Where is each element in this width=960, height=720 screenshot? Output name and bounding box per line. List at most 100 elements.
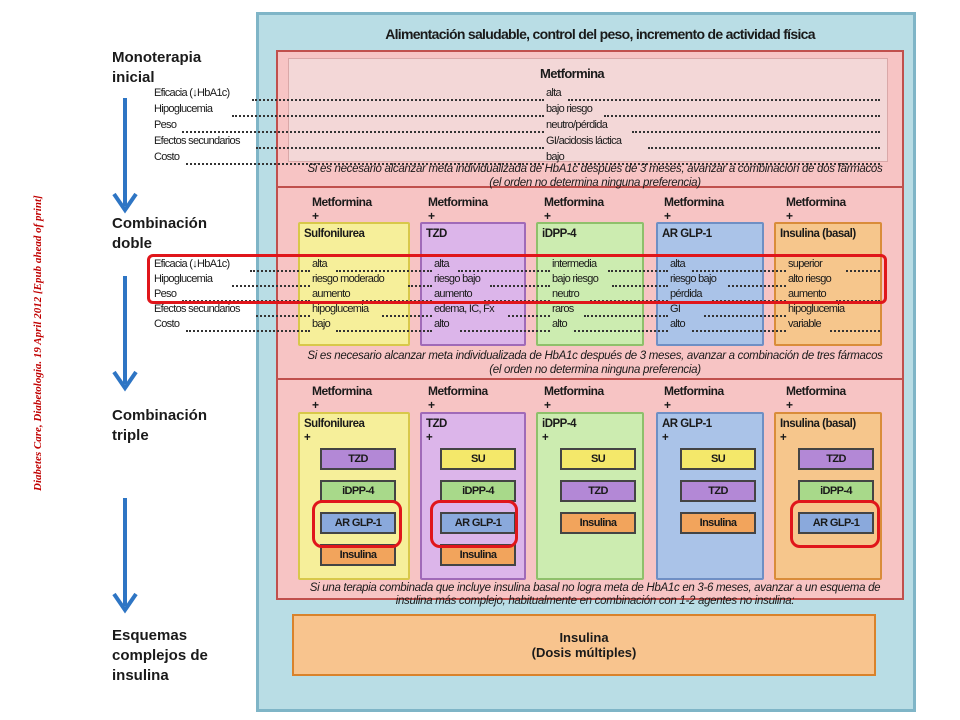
highlight-frame bbox=[790, 500, 880, 548]
dotted-leader bbox=[256, 314, 310, 317]
cell-value: alto bbox=[670, 318, 686, 330]
cell-value: bajo riesgo bbox=[552, 273, 599, 285]
dotted-leader bbox=[692, 269, 786, 272]
drug-su: SU bbox=[440, 448, 516, 470]
dotted-leader bbox=[252, 98, 544, 101]
prefix-label: Metformina+ bbox=[664, 195, 724, 223]
cell-value: alto bbox=[434, 318, 450, 330]
double-col-insulina: Insulina (basal) bbox=[774, 222, 882, 346]
row-label: Hipoglucemia bbox=[154, 103, 213, 115]
dotted-leader bbox=[608, 269, 668, 272]
dotted-leader bbox=[728, 284, 786, 287]
double-col-arglp1: AR GLP-1 bbox=[656, 222, 764, 346]
col-title: AR GLP-1 bbox=[662, 418, 712, 430]
col-title: TZD bbox=[426, 418, 447, 430]
row-label: Costo bbox=[154, 318, 180, 330]
dotted-leader bbox=[568, 98, 880, 101]
cell-value: alta bbox=[670, 258, 686, 270]
dotted-leader bbox=[648, 146, 880, 149]
col-plus: + bbox=[542, 432, 549, 444]
cell-value: alta bbox=[434, 258, 450, 270]
drug-tzd: TZD bbox=[680, 480, 756, 502]
note-to-double: Si es necesario alcanzar meta individual… bbox=[307, 163, 883, 175]
cell-value: riesgo moderado bbox=[312, 273, 385, 285]
dotted-leader bbox=[408, 284, 432, 287]
dotted-leader bbox=[508, 314, 550, 317]
citation-note: Diabetes Care, Diabetologia. 19 April 20… bbox=[32, 195, 44, 491]
double-col-sulfonilurea: Sulfonilurea bbox=[298, 222, 410, 346]
final-title: Insulina bbox=[559, 630, 609, 645]
cell-value: riesgo bajo bbox=[434, 273, 481, 285]
drug-idpp4: iDPP-4 bbox=[798, 480, 874, 502]
row-label: Efectos secundarios bbox=[154, 135, 240, 147]
highlight-frame bbox=[430, 500, 518, 548]
note-to-double-sub: (el orden no determina ninguna preferenc… bbox=[489, 177, 701, 189]
drug-su: SU bbox=[560, 448, 636, 470]
dotted-leader bbox=[382, 314, 432, 317]
cell-value: alta bbox=[312, 258, 328, 270]
row-label: Hipoglucemia bbox=[154, 273, 213, 285]
drug-idpp4: iDPP-4 bbox=[320, 480, 396, 502]
row-label: Costo bbox=[154, 151, 180, 163]
dotted-leader bbox=[574, 162, 880, 165]
highlight-frame bbox=[312, 500, 402, 548]
row-value: bajo riesgo bbox=[546, 103, 593, 115]
col-title: Sulfonilurea bbox=[304, 228, 365, 240]
row-value: alta bbox=[546, 87, 562, 99]
dotted-leader bbox=[574, 329, 668, 332]
drug-insulina: Insulina bbox=[560, 512, 636, 534]
drug-tzd: TZD bbox=[560, 480, 636, 502]
cell-value: edema, IC, Fx bbox=[434, 303, 495, 315]
col-plus: + bbox=[304, 432, 311, 444]
dotted-leader bbox=[458, 269, 550, 272]
prefix-label: Metformina+ bbox=[544, 384, 604, 412]
cell-value: hipoglucemia bbox=[312, 303, 369, 315]
highlight-frame bbox=[147, 254, 887, 304]
down-arrow-icon bbox=[112, 276, 138, 392]
dotted-leader bbox=[256, 146, 544, 149]
dotted-leader bbox=[182, 130, 544, 133]
dotted-leader bbox=[632, 130, 880, 133]
stage-label: Esquemas bbox=[112, 627, 188, 644]
dotted-leader bbox=[336, 329, 432, 332]
header-title: Alimentación saludable, control del peso… bbox=[385, 26, 815, 42]
prefix-label: Metformina+ bbox=[312, 195, 372, 223]
dotted-leader bbox=[584, 314, 668, 317]
insulina-multiple-box: Insulina (Dosis múltiples) bbox=[292, 614, 876, 676]
dotted-leader bbox=[604, 114, 880, 117]
stage-doble: Combinación doble bbox=[112, 214, 207, 254]
row-label: Eficacia (↓HbA1c) bbox=[154, 258, 230, 270]
drug-su: SU bbox=[680, 448, 756, 470]
col-plus: + bbox=[780, 432, 787, 444]
col-plus: + bbox=[426, 432, 433, 444]
dotted-leader bbox=[186, 162, 544, 165]
note-to-complex: Si una terapia combinada que incluye ins… bbox=[309, 582, 881, 607]
row-value: bajo bbox=[546, 151, 565, 163]
col-title: Sulfonilurea bbox=[304, 418, 365, 430]
drug-idpp4: iDPP-4 bbox=[440, 480, 516, 502]
cell-value: superior bbox=[788, 258, 823, 270]
dotted-leader bbox=[232, 114, 544, 117]
stage-complejos: Esquemas complejos de insulina bbox=[112, 626, 208, 686]
drug-arglp1: AR GLP-1 bbox=[440, 512, 516, 534]
drug-arglp1: AR GLP-1 bbox=[320, 512, 396, 534]
stage-label: insulina bbox=[112, 667, 169, 684]
divider bbox=[278, 186, 902, 188]
cell-value: hipoglucemia bbox=[788, 303, 845, 315]
dotted-leader bbox=[704, 314, 786, 317]
stage-label: Combinación bbox=[112, 407, 208, 424]
drug-arglp1: AR GLP-1 bbox=[798, 512, 874, 534]
row-label: Peso bbox=[154, 288, 177, 300]
col-title: iDPP-4 bbox=[542, 418, 577, 430]
drug-tzd: TZD bbox=[320, 448, 396, 470]
row-value: GI/acidosis láctica bbox=[546, 135, 622, 147]
cell-value: aumento bbox=[788, 288, 827, 300]
dotted-leader bbox=[232, 284, 310, 287]
mono-title: Metformina bbox=[540, 66, 605, 81]
col-title: iDPP-4 bbox=[542, 228, 577, 240]
double-col-tzd: TZD bbox=[420, 222, 526, 346]
divider bbox=[278, 378, 902, 380]
row-label: Eficacia (↓HbA1c) bbox=[154, 87, 230, 99]
cell-value: aumento bbox=[312, 288, 351, 300]
dotted-leader bbox=[250, 269, 310, 272]
